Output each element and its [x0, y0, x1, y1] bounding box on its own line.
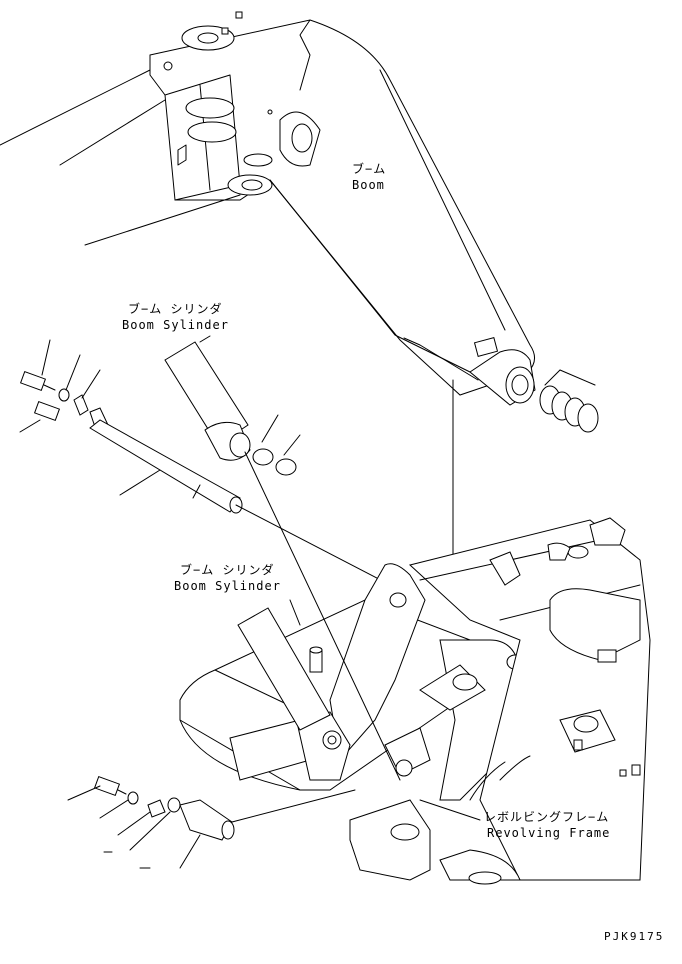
boom-part: [0, 11, 599, 601]
boom-label-en: Boom: [352, 178, 385, 192]
boom-cylinder-lower: [237, 451, 401, 781]
boom-label-jp: ブ−ム: [352, 162, 387, 176]
pin-set-upper: [19, 339, 401, 591]
boom-cylinder-mid-label-en: Boom Sylinder: [174, 579, 281, 593]
boom-cylinder-upper: [164, 335, 301, 476]
revolving-frame-label-jp: レボルビングフレ−ム: [484, 810, 610, 824]
boom-cylinder-mid-label-jp: ブ−ム シリンダ: [180, 563, 275, 577]
boom-cylinder-top-label-jp: ブ−ム シリンダ: [128, 302, 223, 316]
boom-cylinder-top-label-en: Boom Sylinder: [122, 318, 229, 332]
pin-set-lower: [67, 775, 356, 869]
revolving-frame-label-en: Revolving Frame: [487, 826, 611, 840]
revolving-frame: [179, 517, 651, 885]
drawing-code: PJK9175: [604, 930, 665, 943]
